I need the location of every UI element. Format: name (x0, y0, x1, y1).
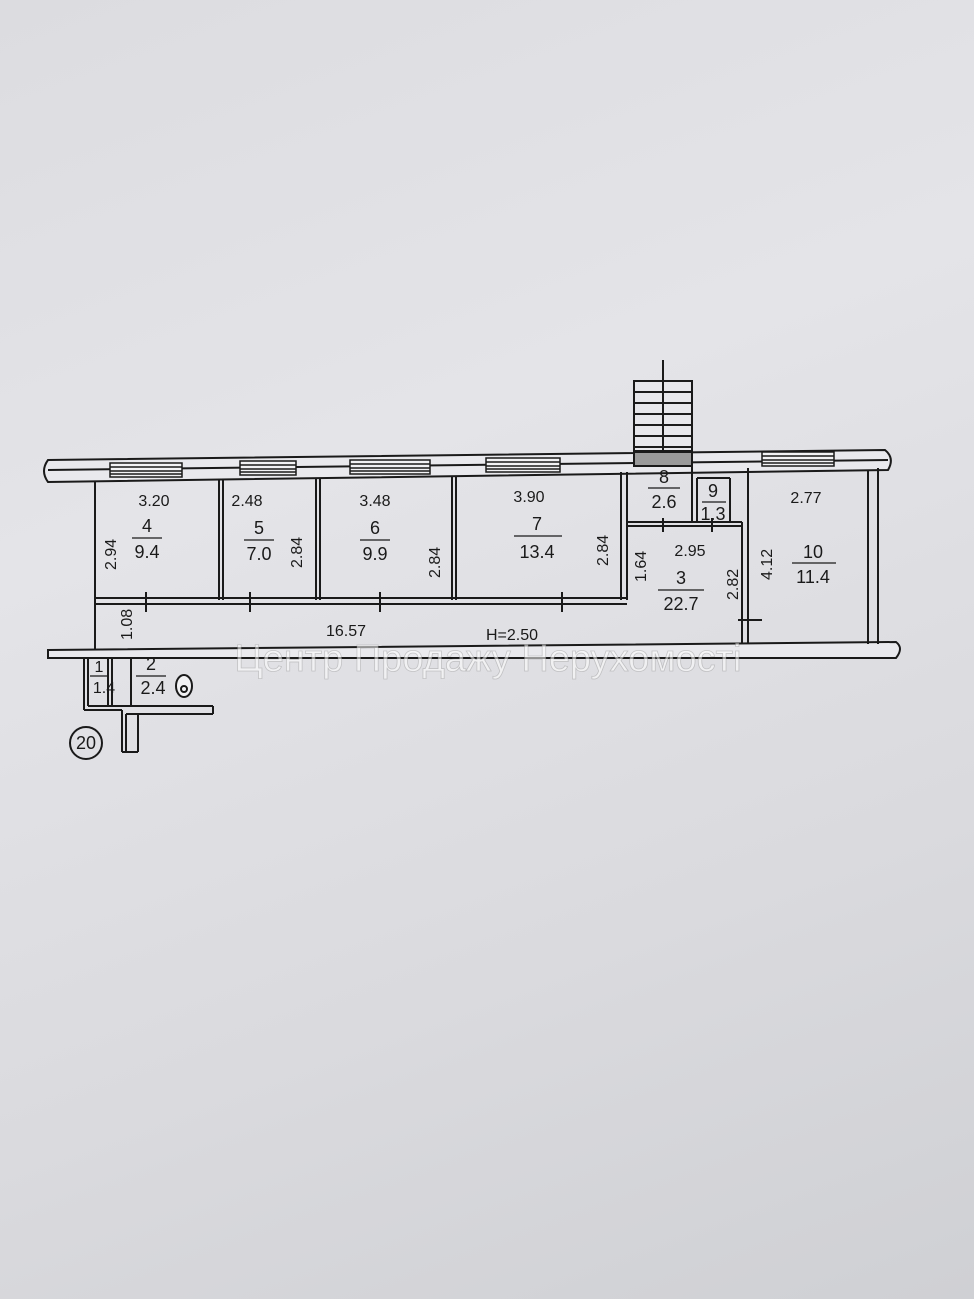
room3-depth: 1.64 (633, 551, 650, 582)
stair-shaft (633, 360, 693, 452)
toilet-icon (175, 674, 193, 698)
room4-number: 4 (142, 516, 152, 536)
room8-area: 2.6 (651, 492, 676, 512)
room7-number: 7 (532, 514, 542, 534)
room7-depth: 2.84 (595, 535, 612, 566)
room6-width: 3.48 (359, 493, 390, 510)
watermark: Центр Продажу Нерухомості (235, 638, 742, 680)
room3-number: 3 (676, 568, 686, 588)
room2-area: 2.4 (140, 678, 165, 698)
room10-number: 10 (803, 542, 823, 562)
room10-area: 11.4 (796, 567, 830, 587)
room6-number: 6 (370, 518, 380, 538)
room3-side: 2.82 (725, 569, 742, 600)
axis-marker-label: 20 (76, 733, 96, 753)
room9-area: 1.3 (700, 504, 725, 524)
room6-area: 9.9 (362, 544, 387, 564)
room10-width: 2.77 (790, 490, 821, 507)
appendix-rooms (83, 658, 214, 753)
room3-area: 22.7 (663, 594, 698, 614)
bottom-exterior-wall (47, 640, 901, 659)
ceiling-height: H=2.50 (486, 627, 538, 644)
room7-area: 13.4 (519, 542, 554, 562)
room3-width: 2.95 (674, 543, 705, 560)
overall-length: 16.57 (326, 623, 366, 640)
room10-depth: 4.12 (759, 549, 776, 580)
room5-width: 2.48 (231, 493, 262, 510)
room-partitions (95, 466, 762, 644)
room1-number: 1 (95, 659, 104, 676)
room4-width: 3.20 (138, 493, 169, 510)
top-exterior-wall (43, 448, 892, 484)
room5-depth: 2.84 (289, 537, 306, 568)
room2-number: 2 (146, 654, 156, 674)
room9-number: 9 (708, 481, 718, 501)
room8-number: 8 (659, 467, 669, 487)
room4-depth: 2.94 (103, 539, 120, 570)
room1-area: 1.4 (93, 680, 115, 697)
room5-area: 7.0 (246, 544, 271, 564)
room7-width: 3.90 (513, 489, 544, 506)
room6-depth: 2.84 (427, 547, 444, 578)
axis-marker-circle (69, 726, 103, 760)
corridor-width: 1.08 (119, 609, 136, 640)
room5-number: 5 (254, 518, 264, 538)
room4-area: 9.4 (134, 542, 159, 562)
